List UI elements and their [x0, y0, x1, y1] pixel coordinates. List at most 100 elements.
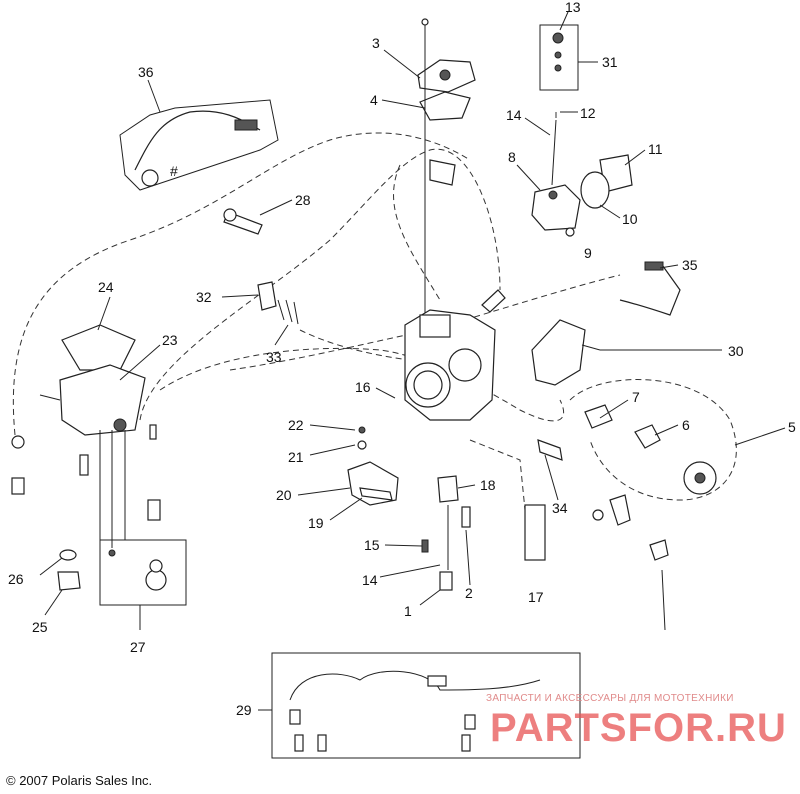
float-27: [145, 569, 167, 591]
callout-18: 18: [480, 477, 496, 493]
screw-32: [257, 281, 277, 311]
spring-33: [277, 299, 299, 325]
box-36: [119, 99, 279, 191]
hash-mark: #: [170, 163, 178, 179]
callout-4: 4: [370, 92, 378, 108]
leader-24: [97, 296, 111, 331]
screw-top-head: [421, 18, 429, 26]
callout-20: 20: [276, 487, 292, 503]
copyright-notice: © 2007 Polaris Sales Inc.: [6, 773, 153, 788]
leader-34: [544, 454, 559, 501]
callout-22: 22: [288, 417, 304, 433]
leader-35: [659, 264, 679, 269]
hose-end-left: [11, 477, 25, 495]
leader-33: [274, 324, 289, 346]
callout-19: 19: [308, 515, 324, 531]
callout-33: 33: [266, 349, 282, 365]
spring-15: [421, 539, 429, 553]
spring-6: [634, 424, 661, 449]
leader-14-top: [524, 117, 551, 136]
callout-7: 7: [632, 389, 640, 405]
hose-end-mid: [79, 454, 89, 476]
hose-kit-connector-b: [289, 709, 301, 725]
leader-28: [259, 199, 293, 216]
callout-25: 25: [32, 619, 48, 635]
dashed-hose-route-5: [569, 379, 737, 501]
hose-kit-end-c: [461, 734, 471, 752]
callout-23: 23: [162, 332, 178, 348]
leader-6: [654, 424, 679, 436]
linkage-bracket: [649, 539, 669, 561]
hole-27: [108, 549, 116, 557]
callout-32: 32: [196, 289, 212, 305]
dashed-hose-route-top: [139, 148, 501, 421]
leader-10: [599, 204, 621, 219]
screw-28-head: [223, 208, 237, 222]
dashed-line-33: [299, 329, 411, 361]
dashed-hose-route-inner: [393, 164, 441, 301]
housing-8: [531, 184, 581, 231]
part-22: [358, 426, 366, 434]
top-cover-3-screw: [439, 69, 451, 81]
callout-15: 15: [364, 537, 380, 553]
box-29: [271, 652, 581, 759]
callout-36: 36: [138, 64, 154, 80]
leader-23: [119, 344, 161, 381]
leader-26: [39, 557, 63, 576]
leader-32: [221, 294, 259, 298]
callout-11: 11: [648, 141, 663, 157]
leader-5: [734, 427, 786, 446]
bowl-screw-right: [149, 424, 157, 440]
cable-35-end: [644, 261, 664, 271]
needle-14-top: [551, 119, 557, 186]
hose-end-bowl: [147, 499, 161, 521]
hose-kit-end-b: [317, 734, 327, 752]
needle-jet-18: [437, 475, 459, 503]
hose-clamp-left: [11, 435, 25, 449]
leader-3: [383, 49, 421, 79]
jets-17: [524, 504, 546, 561]
callout-13: 13: [565, 0, 581, 15]
hose-kit-end-a: [294, 734, 304, 752]
callout-8: 8: [508, 149, 516, 165]
leader-21: [309, 444, 356, 456]
bowl-screw-left: [39, 394, 61, 401]
housing-8-bolt: [548, 190, 558, 200]
callout-27: 27: [130, 639, 146, 655]
callout-5: 5: [788, 419, 796, 435]
gasket-24: [61, 324, 136, 371]
part-31-jet: [554, 64, 562, 72]
leader-4: [381, 99, 426, 109]
oring-26: [59, 549, 77, 561]
leader-1: [419, 589, 441, 606]
callout-2: 2: [465, 585, 473, 601]
throttle-cable-35: [619, 261, 681, 316]
vent-fitting-36: [141, 169, 159, 187]
leader-20: [297, 487, 351, 496]
linkage-washer: [592, 509, 604, 521]
leader-18: [457, 484, 476, 489]
fitting-34: [537, 439, 563, 461]
callout-31: 31: [602, 54, 618, 70]
gasket-4: [419, 91, 471, 121]
pulley-5-hub: [694, 472, 706, 484]
callout-16: 16: [355, 379, 371, 395]
watermark-logo: PARTSFOR.RU: [490, 706, 787, 750]
leader-19: [329, 497, 363, 521]
cover-30: [531, 319, 586, 386]
callout-29: 29: [236, 702, 252, 718]
callout-28: 28: [295, 192, 311, 208]
callout-35: 35: [682, 257, 698, 273]
callout-30: 30: [728, 343, 744, 359]
part-21: [357, 440, 367, 450]
leader-36: [147, 79, 161, 113]
box-27: [99, 539, 187, 606]
hose-kit-connector-a: [427, 675, 447, 687]
rod-right: [661, 569, 666, 631]
callout-1: 1: [404, 603, 412, 619]
callout-26: 26: [8, 571, 24, 587]
box-31: [539, 24, 579, 91]
carburetor-bore-inner: [413, 370, 443, 400]
jet-2: [461, 506, 471, 528]
